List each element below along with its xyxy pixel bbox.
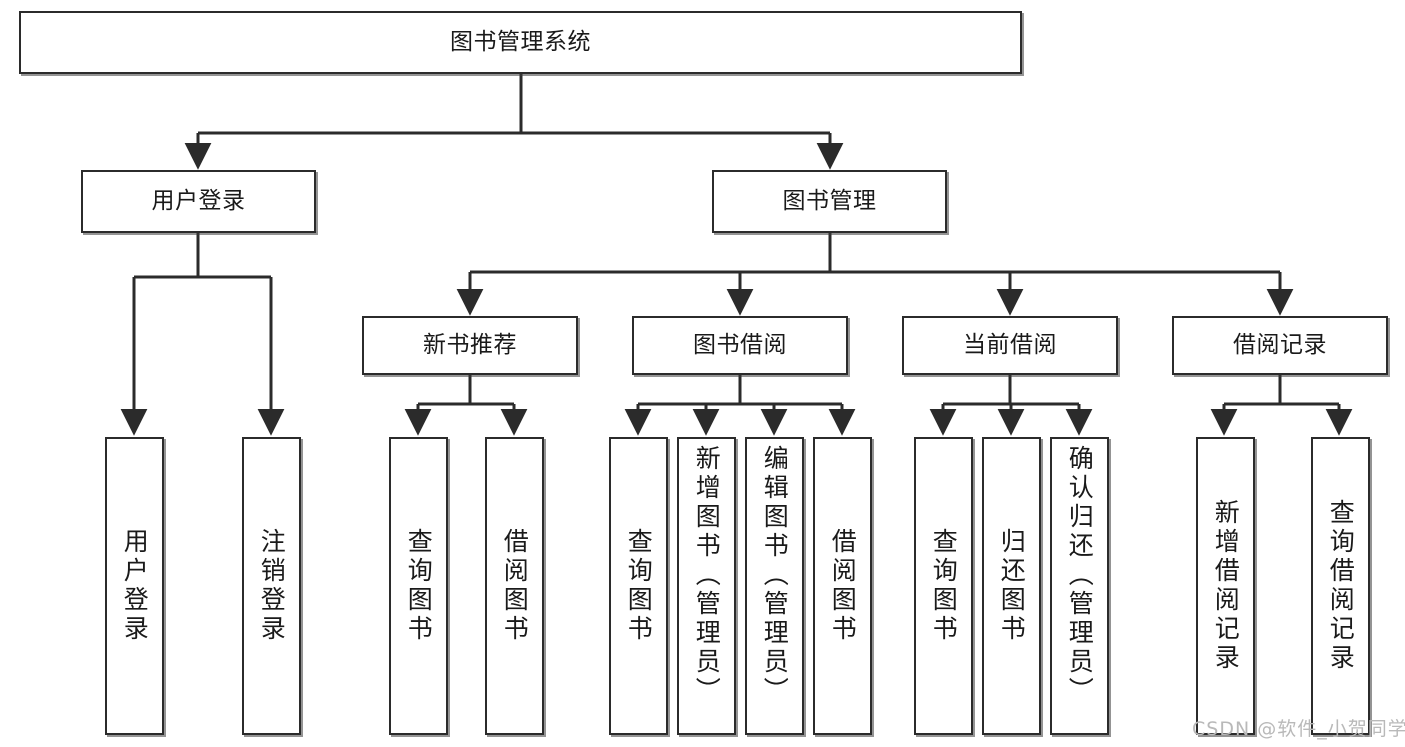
leaf-add-book-admin[interactable]: 新增图书（管理员） — [677, 437, 736, 735]
node-root-system[interactable]: 图书管理系统 — [19, 11, 1022, 74]
leaf-borrow-book-recommend[interactable]: 借阅图书 — [485, 437, 544, 735]
leaf-edit-book-admin[interactable]: 编辑图书（管理员） — [745, 437, 804, 735]
leaf-add-borrow-record[interactable]: 新增借阅记录 — [1196, 437, 1255, 735]
leaf-confirm-return-admin[interactable]: 确认归还（管理员） — [1050, 437, 1109, 735]
node-current-borrow[interactable]: 当前借阅 — [902, 316, 1118, 375]
leaf-borrow-book[interactable]: 借阅图书 — [813, 437, 872, 735]
leaf-logout[interactable]: 注销登录 — [242, 437, 301, 735]
node-book-management[interactable]: 图书管理 — [712, 170, 947, 233]
leaf-query-book-recommend[interactable]: 查询图书 — [389, 437, 448, 735]
node-borrow-record[interactable]: 借阅记录 — [1172, 316, 1388, 375]
leaf-query-book-borrow[interactable]: 查询图书 — [609, 437, 668, 735]
node-book-borrow[interactable]: 图书借阅 — [632, 316, 848, 375]
leaf-return-book[interactable]: 归还图书 — [982, 437, 1041, 735]
leaf-query-book-current[interactable]: 查询图书 — [914, 437, 973, 735]
node-user-login[interactable]: 用户登录 — [81, 170, 316, 233]
leaf-user-login[interactable]: 用户登录 — [105, 437, 164, 735]
node-new-book-recommend[interactable]: 新书推荐 — [362, 316, 578, 375]
leaf-query-borrow-record[interactable]: 查询借阅记录 — [1311, 437, 1370, 735]
watermark-text: CSDN @软件_小贺同学 — [1192, 718, 1405, 740]
